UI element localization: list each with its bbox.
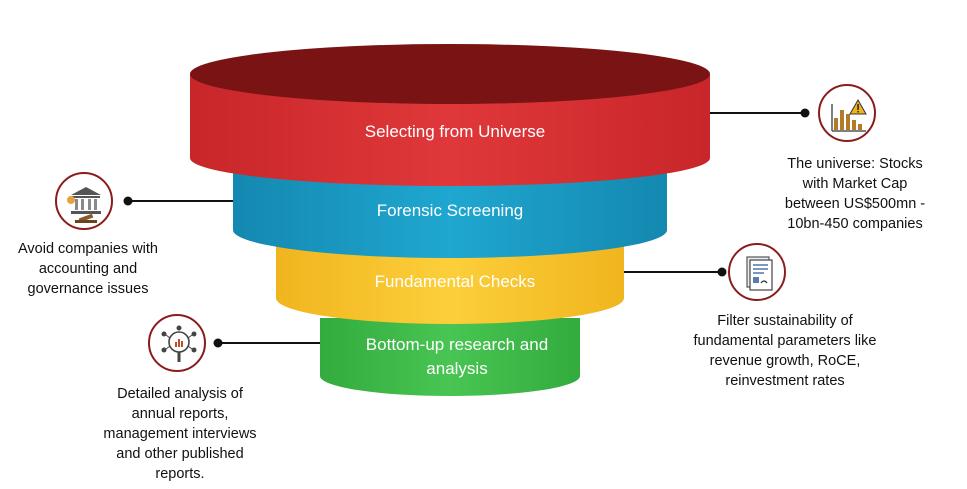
note-fundamental-line-1: Filter sustainability of xyxy=(717,313,853,329)
note-forensic-line-3: governance issues xyxy=(27,281,149,297)
document-report-icon xyxy=(728,243,786,301)
note-fundamental-line-2: fundamental parameters like xyxy=(693,333,877,349)
note-research-line-3: management interviews xyxy=(103,426,257,442)
connector-dots xyxy=(123,108,810,348)
note-universe-line-4: 10bn-450 companies xyxy=(787,216,923,232)
tier-universe-label: Selecting from Universe xyxy=(365,122,545,141)
tier-forensic-label: Forensic Screening xyxy=(377,201,523,220)
note-universe: The universe: Stocks with Market Cap bet… xyxy=(760,154,950,234)
tier-research-label-1: Bottom-up research and xyxy=(366,335,548,354)
note-universe-line-1: The universe: Stocks xyxy=(787,156,923,172)
bar-chart-alert-icon xyxy=(818,84,876,142)
note-research-line-2: annual reports, xyxy=(131,406,229,422)
tier-research-label-2: analysis xyxy=(426,359,487,378)
note-research-line-4: and other published xyxy=(116,446,244,462)
note-forensic: Avoid companies with accounting and gove… xyxy=(0,239,176,299)
tier-fundamental-label: Fundamental Checks xyxy=(375,272,536,291)
note-fundamental-line-4: reinvestment rates xyxy=(725,373,845,389)
note-universe-line-3: between US$500mn - xyxy=(784,196,926,212)
note-research-line-5: reports. xyxy=(155,466,205,482)
note-fundamental: Filter sustainability of fundamental par… xyxy=(660,311,910,391)
funnel-tier-forensic: Forensic Screening xyxy=(233,168,667,258)
note-forensic-line-2: accounting and xyxy=(38,261,138,277)
note-forensic-line-1: Avoid companies with xyxy=(18,241,158,257)
funnel-tier-research: Bottom-up research and analysis xyxy=(320,318,580,396)
funnel-tier-universe: Selecting from Universe xyxy=(190,44,710,186)
note-universe-line-2: with Market Cap xyxy=(802,176,908,192)
courthouse-gavel-icon xyxy=(55,172,113,230)
note-research-line-1: Detailed analysis of xyxy=(117,386,243,402)
connectors xyxy=(128,112,805,344)
funnel-tier-fundamental: Fundamental Checks xyxy=(276,242,624,324)
funnel-top-opening xyxy=(190,44,710,104)
note-research: Detailed analysis of annual reports, man… xyxy=(85,384,275,484)
magnifier-network-icon xyxy=(148,314,206,372)
note-fundamental-line-3: revenue growth, RoCE, xyxy=(709,353,861,369)
